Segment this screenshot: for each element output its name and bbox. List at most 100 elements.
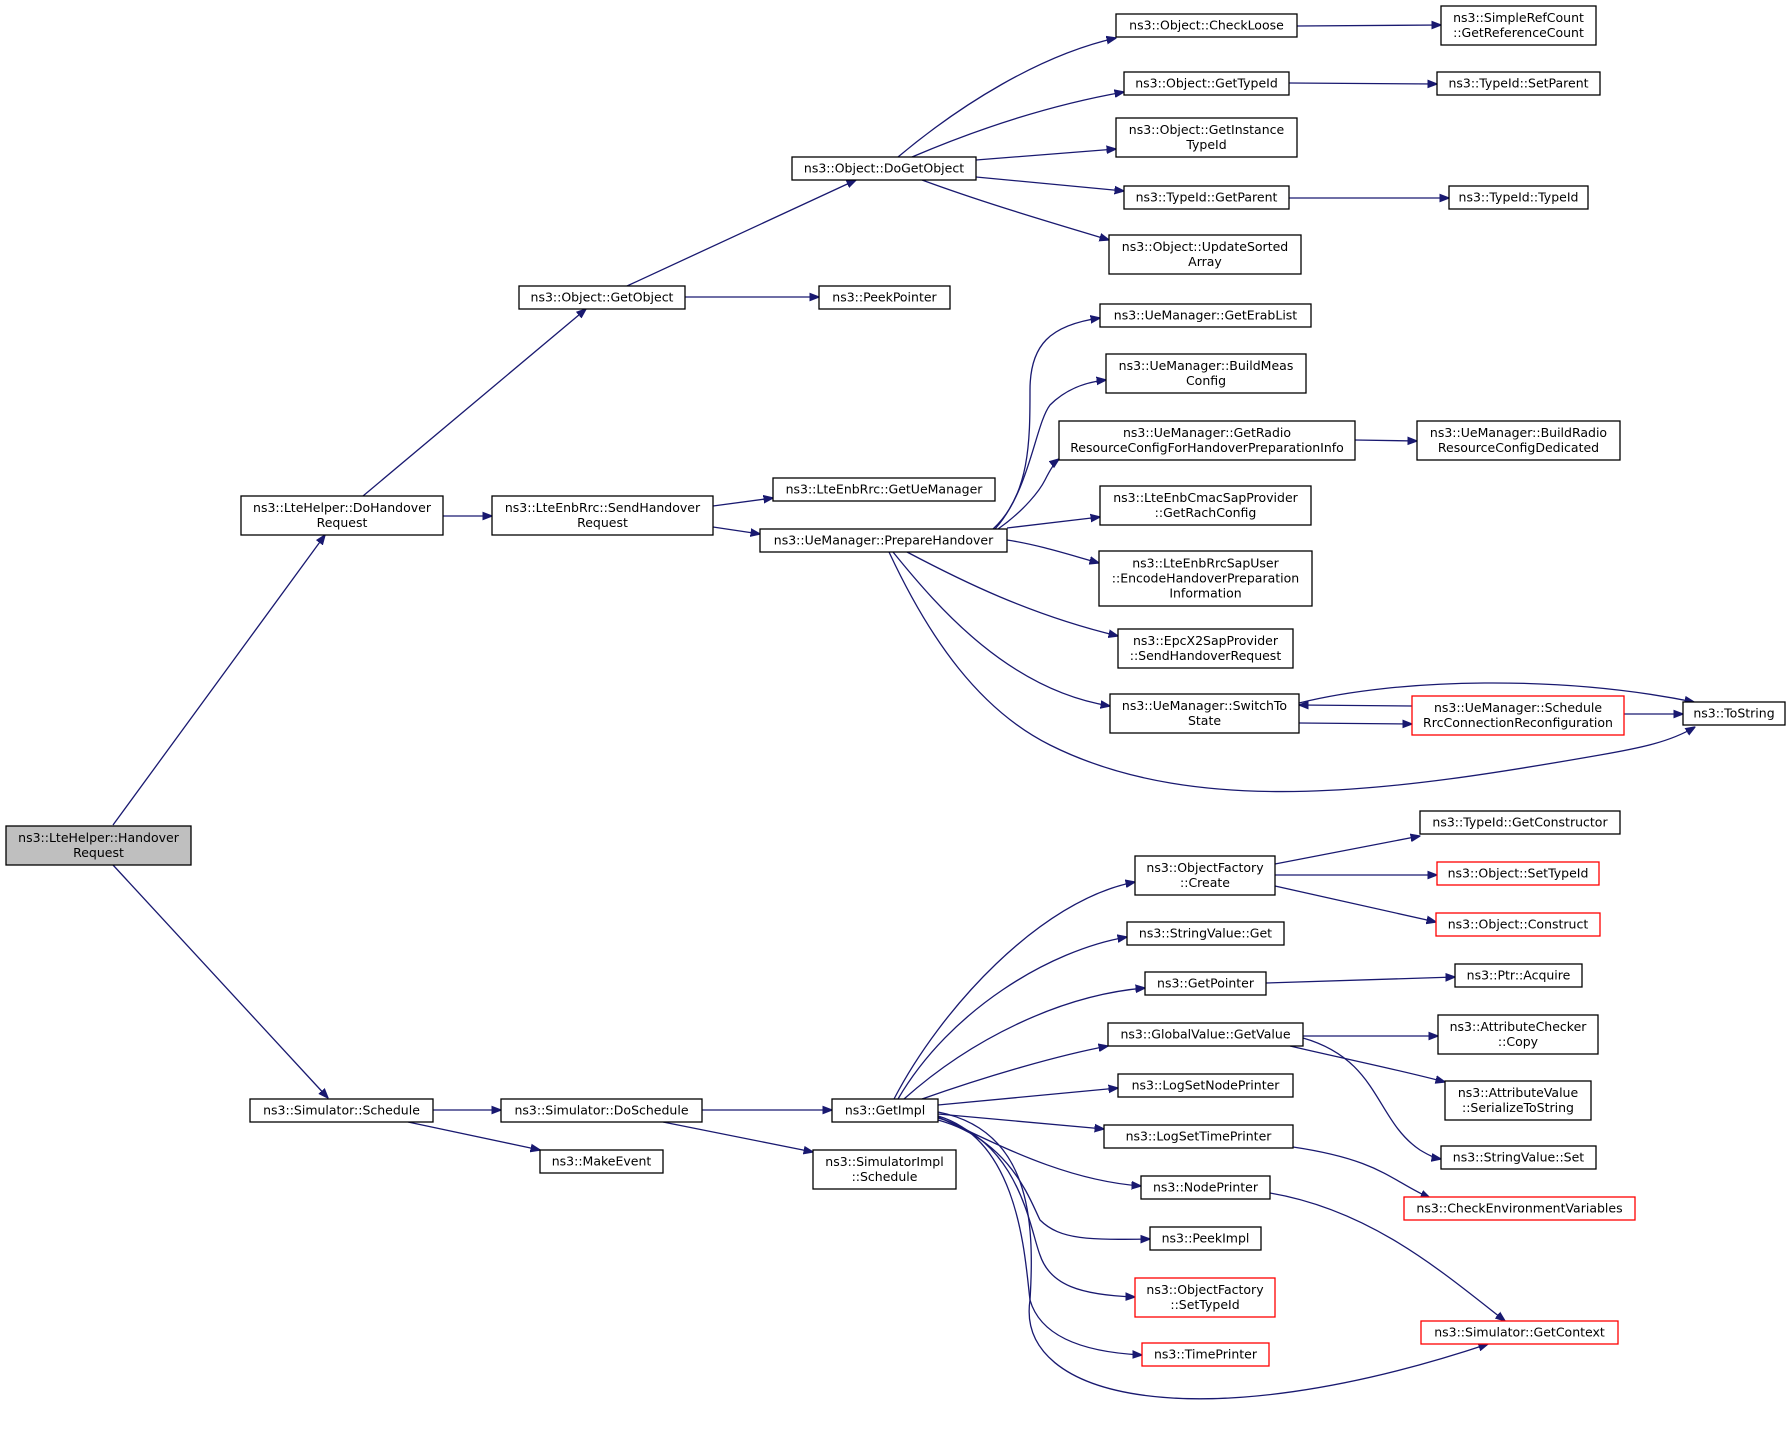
node-label: ::SendHandoverRequest: [1130, 648, 1282, 663]
node-box: [791, 156, 977, 181]
node-box: [1144, 971, 1267, 996]
node-makeEvent[interactable]: ns3::MakeEvent: [539, 1149, 664, 1174]
node-box: [1411, 695, 1625, 736]
node-stringValueGet[interactable]: ns3::StringValue::Get: [1126, 921, 1285, 946]
node-simulatorGetContext[interactable]: ns3::Simulator::GetContext: [1420, 1320, 1619, 1345]
node-encodeHandoverPrep[interactable]: ns3::LteEnbRrcSapUser::EncodeHandoverPre…: [1098, 550, 1313, 607]
node-simImplSchedule[interactable]: ns3::SimulatorImpl::Schedule: [812, 1149, 957, 1190]
node-getImpl[interactable]: ns3::GetImpl: [831, 1098, 939, 1123]
node-objGetTypeId[interactable]: ns3::Object::GetTypeId: [1123, 71, 1290, 96]
node-box: [1099, 485, 1312, 526]
node-label: ns3::Object::SetTypeId: [1448, 866, 1589, 881]
node-box: [1448, 185, 1589, 210]
node-label: ns3::Object::GetTypeId: [1135, 76, 1278, 91]
node-label: ns3::LteHelper::DoHandover: [253, 500, 432, 515]
node-box: [1115, 117, 1298, 158]
node-box: [1440, 5, 1597, 46]
node-label: ns3::StringValue::Set: [1453, 1150, 1584, 1165]
edge-doGetObject-to-updateSortedArray: [921, 179, 1109, 240]
node-logSetTimePrinter[interactable]: ns3::LogSetTimePrinter: [1103, 1124, 1294, 1149]
node-box: [831, 1098, 939, 1123]
node-attributeCheckerCopy[interactable]: ns3::AttributeChecker::Copy: [1437, 1014, 1599, 1055]
node-label: ns3::Simulator::Schedule: [263, 1103, 420, 1118]
node-getErabList[interactable]: ns3::UeManager::GetErabList: [1099, 303, 1312, 328]
edge-getImpl-to-getPointer: [903, 988, 1145, 1100]
node-label: ::Create: [1180, 875, 1230, 890]
node-typeIdSetParent[interactable]: ns3::TypeId::SetParent: [1436, 71, 1601, 96]
node-checkLoose[interactable]: ns3::Object::CheckLoose: [1115, 13, 1298, 38]
node-label: RrcConnectionReconfiguration: [1423, 715, 1613, 730]
node-scheduleRrcConnReconf[interactable]: ns3::UeManager::ScheduleRrcConnectionRec…: [1411, 695, 1625, 736]
node-label: ns3::Object::UpdateSorted: [1122, 239, 1288, 254]
node-label: ns3::GetImpl: [845, 1103, 925, 1118]
node-box: [500, 1098, 703, 1123]
node-checkEnvVars[interactable]: ns3::CheckEnvironmentVariables: [1403, 1196, 1636, 1221]
node-sendHandover[interactable]: ns3::LteEnbRrc::SendHandoverRequest: [491, 495, 714, 536]
node-box: [1141, 1342, 1270, 1367]
node-label: ns3::UeManager::PrepareHandover: [774, 533, 994, 548]
node-label: ns3::MakeEvent: [552, 1154, 652, 1169]
edge-objGetTypeId-to-typeIdSetParent: [1288, 83, 1437, 84]
node-doGetObject[interactable]: ns3::Object::DoGetObject: [791, 156, 977, 181]
node-getObject[interactable]: ns3::Object::GetObject: [518, 285, 686, 310]
node-doSchedule[interactable]: ns3::Simulator::DoSchedule: [500, 1098, 703, 1123]
node-objectFactoryCreate[interactable]: ns3::ObjectFactory::Create: [1134, 855, 1276, 896]
node-box: [772, 477, 996, 502]
node-attributeValueSerialize[interactable]: ns3::AttributeValue::SerializeToString: [1444, 1080, 1592, 1121]
node-toString[interactable]: ns3::ToString: [1682, 701, 1786, 726]
node-epcSendHandover[interactable]: ns3::EpcX2SapProvider::SendHandoverReque…: [1117, 628, 1294, 669]
node-label: ns3::LogSetTimePrinter: [1126, 1129, 1273, 1144]
node-label: ns3::LteEnbCmacSapProvider: [1113, 490, 1298, 505]
node-logSetNodePrinter[interactable]: ns3::LogSetNodePrinter: [1117, 1073, 1294, 1098]
node-box: [812, 1149, 957, 1190]
node-box: [1117, 1073, 1294, 1098]
node-typeIdGetParent[interactable]: ns3::TypeId::GetParent: [1123, 185, 1290, 210]
node-label: ns3::TypeId::GetConstructor: [1432, 815, 1608, 830]
node-label: ns3::Object::Construct: [1448, 917, 1589, 932]
node-schedule[interactable]: ns3::Simulator::Schedule: [249, 1098, 434, 1123]
node-box: [1123, 185, 1290, 210]
node-label: ns3::PeekImpl: [1162, 1231, 1250, 1246]
node-box: [1126, 921, 1285, 946]
edge-doSchedule-to-simImplSchedule: [662, 1121, 813, 1152]
node-typeIdTypeId[interactable]: ns3::TypeId::TypeId: [1448, 185, 1589, 210]
node-getRadioResourceConfig[interactable]: ns3::UeManager::GetRadioResourceConfigFo…: [1058, 420, 1356, 461]
node-box: [1440, 1145, 1597, 1170]
node-buildRadioResourceConfigDedicated[interactable]: ns3::UeManager::BuildRadioResourceConfig…: [1416, 420, 1621, 461]
node-label: ns3::LteEnbRrcSapUser: [1132, 556, 1279, 571]
node-getRachConfig[interactable]: ns3::LteEnbCmacSapProvider::GetRachConfi…: [1099, 485, 1312, 526]
node-getReferenceCount[interactable]: ns3::SimpleRefCount::GetReferenceCount: [1440, 5, 1597, 46]
node-label: Request: [317, 515, 368, 530]
node-globalValueGetValue[interactable]: ns3::GlobalValue::GetValue: [1107, 1022, 1304, 1047]
node-stringValueSet[interactable]: ns3::StringValue::Set: [1440, 1145, 1597, 1170]
node-label: ::EncodeHandoverPreparation: [1112, 571, 1299, 586]
node-getConstructor[interactable]: ns3::TypeId::GetConstructor: [1419, 810, 1621, 835]
node-objectFactorySetTypeId[interactable]: ns3::ObjectFactory::SetTypeId: [1134, 1277, 1276, 1318]
node-getUeManager[interactable]: ns3::LteEnbRrc::GetUeManager: [772, 477, 996, 502]
edge-root-to-schedule: [112, 864, 328, 1098]
node-ptrAcquire[interactable]: ns3::Ptr::Acquire: [1454, 963, 1583, 988]
node-box: [1436, 861, 1600, 886]
node-peekImpl[interactable]: ns3::PeekImpl: [1149, 1226, 1262, 1251]
node-peekPointer[interactable]: ns3::PeekPointer: [818, 285, 951, 310]
edge-switchToState-to-toString: [1298, 682, 1694, 703]
node-box: [1140, 1175, 1271, 1200]
node-label: ns3::SimulatorImpl: [825, 1154, 943, 1169]
node-label: ::Copy: [1498, 1034, 1539, 1049]
node-getPointer[interactable]: ns3::GetPointer: [1144, 971, 1267, 996]
edge-sendHandover-to-prepareHandover: [712, 526, 760, 534]
edge-getImpl-to-stringValueGet: [897, 937, 1127, 1100]
node-label: ns3::TypeId::TypeId: [1459, 190, 1579, 205]
node-objectConstruct[interactable]: ns3::Object::Construct: [1435, 912, 1601, 937]
node-timePrinter[interactable]: ns3::TimePrinter: [1141, 1342, 1270, 1367]
node-label: Request: [73, 845, 124, 860]
node-prepareHandover[interactable]: ns3::UeManager::PrepareHandover: [759, 528, 1008, 553]
node-objectSetTypeId[interactable]: ns3::Object::SetTypeId: [1436, 861, 1600, 886]
node-label: ResourceConfigDedicated: [1438, 440, 1599, 455]
node-nodePrinter[interactable]: ns3::NodePrinter: [1140, 1175, 1271, 1200]
